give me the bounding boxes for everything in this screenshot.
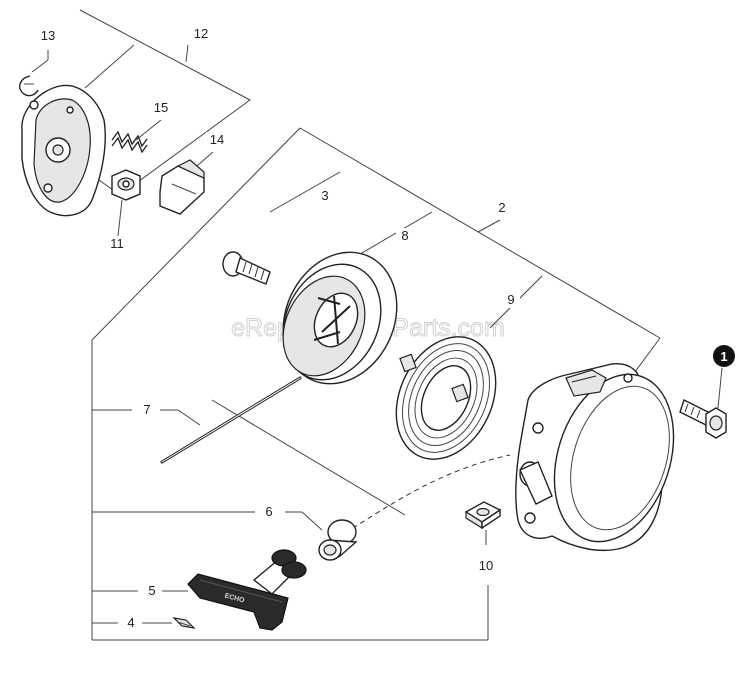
callout-1: 1: [720, 349, 727, 364]
plate-part: [172, 617, 196, 629]
leader-11: [117, 199, 123, 237]
bushing-part: [318, 519, 358, 561]
leader-12b: [185, 44, 189, 63]
leader-7c: [177, 409, 201, 426]
spring-part: [111, 130, 148, 154]
callout-6: 6: [265, 504, 272, 519]
callout-1-badge: [713, 345, 735, 367]
pawl-plate-part: [21, 84, 106, 217]
handle-part: ECHO: [187, 549, 307, 631]
callout-labels: 13 12 15 14 11 3 8 2 9 7 6 5 4 10 1: [39, 26, 735, 631]
callout-10: 10: [479, 558, 493, 573]
bolt-part: [679, 399, 727, 439]
nut-part: [111, 169, 141, 201]
leader-3: [269, 171, 341, 213]
callout-5: 5: [148, 583, 155, 598]
leader-12: [84, 44, 135, 89]
callout-2: 2: [498, 200, 505, 215]
rope-path: [344, 454, 511, 534]
leader-7-shaft: [211, 399, 406, 516]
recoil-spring-part: [395, 336, 497, 460]
leader-6c: [301, 511, 323, 531]
group-top-edge: [299, 127, 661, 339]
screw-part: [222, 251, 271, 285]
callout-7: 7: [143, 402, 150, 417]
callout-3: 3: [321, 188, 328, 203]
callout-8: 8: [401, 228, 408, 243]
reel-part: [282, 251, 398, 385]
callout-9: 9: [507, 292, 514, 307]
square-nut-part: [464, 501, 502, 530]
starter-case-part: [515, 363, 675, 551]
callout-11: 11: [110, 236, 124, 251]
callout-14: 14: [210, 132, 224, 147]
leader-15: [135, 119, 162, 141]
leader-2: [477, 219, 501, 233]
leader-13b: [31, 59, 49, 73]
callout-15: 15: [154, 100, 168, 115]
rope-part: [160, 376, 302, 464]
pawl-part: [159, 159, 205, 215]
group-left-diag: [91, 127, 301, 341]
leader-lines: [21, 9, 723, 641]
callout-12: 12: [194, 26, 208, 41]
e-clip-part: [19, 75, 39, 97]
leader-1: [717, 367, 723, 409]
group-right-diag: [634, 337, 661, 373]
leader-8: [349, 211, 433, 261]
callout-13: 13: [41, 28, 55, 43]
callout-4: 4: [127, 615, 134, 630]
